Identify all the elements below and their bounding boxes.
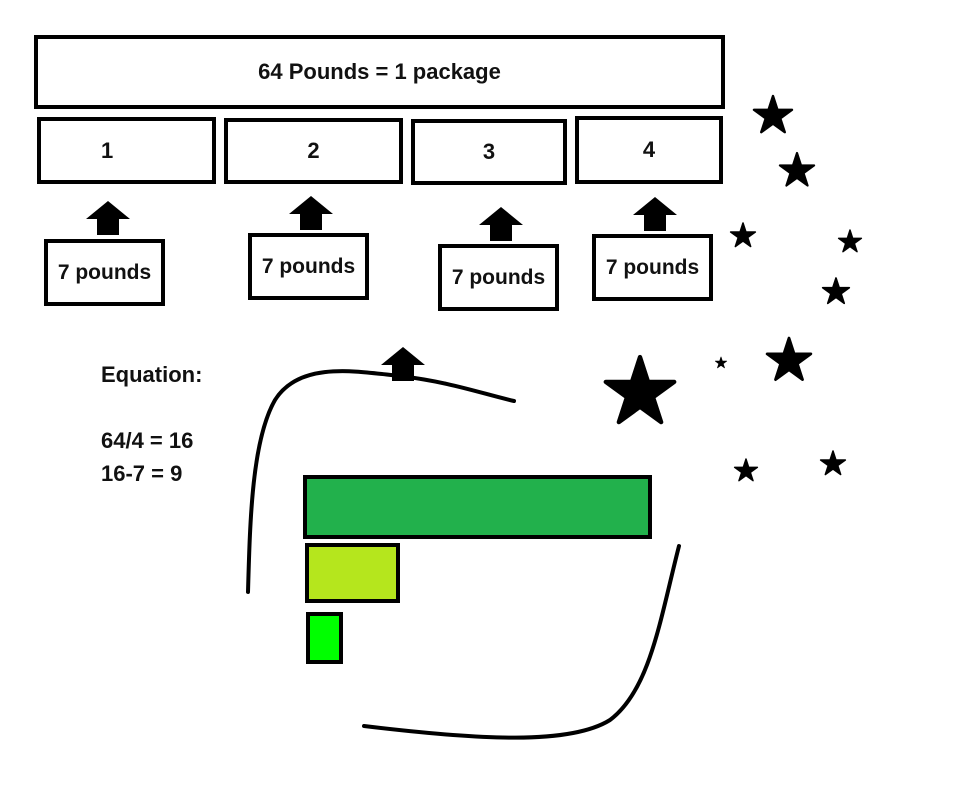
part-box-3: 3: [411, 119, 567, 185]
equation-label: Equation:: [101, 362, 203, 387]
weight-box-3: 7 pounds: [438, 244, 559, 311]
part-label: 3: [482, 139, 496, 164]
equation-line-2: 16-7 = 9: [101, 461, 183, 486]
up-arrow-icon: [86, 201, 130, 235]
star-icon: [821, 451, 846, 475]
bar-medium: [305, 543, 400, 603]
part-label: 4: [642, 137, 656, 162]
star-icon: [823, 278, 850, 303]
weight-box-2: 7 pounds: [248, 233, 369, 300]
weight-label: 7 pounds: [261, 254, 356, 278]
part-label: 1: [101, 137, 114, 163]
weight-label: 7 pounds: [605, 255, 700, 279]
part-box-2: 2: [224, 118, 403, 184]
star-icon: [715, 357, 726, 368]
star-icon: [754, 96, 792, 132]
package-title-box: 64 Pounds = 1 package: [34, 35, 725, 109]
equation-line-1: 64/4 = 16: [101, 428, 194, 453]
star-icon: [839, 230, 862, 252]
star-icon: [735, 459, 758, 481]
curve-right: [362, 544, 681, 740]
curve-left: [246, 369, 516, 594]
weight-label: 7 pounds: [57, 260, 152, 284]
weight-box-4: 7 pounds: [592, 234, 713, 301]
package-title: 64 Pounds = 1 package: [258, 59, 501, 84]
star-icon: [731, 223, 756, 247]
part-box-4: 4: [575, 116, 723, 184]
star-icon: [606, 357, 674, 422]
star-icon: [767, 338, 811, 380]
part-box-1: 1: [37, 117, 216, 184]
up-arrow-icon: [479, 207, 523, 241]
up-arrow-icon: [633, 197, 677, 231]
weight-box-1: 7 pounds: [44, 239, 165, 306]
part-label: 2: [307, 138, 320, 163]
weight-label: 7 pounds: [451, 265, 546, 289]
star-icon: [780, 153, 814, 186]
bar-large: [303, 475, 652, 539]
bar-small: [306, 612, 343, 664]
up-arrow-icon: [289, 196, 333, 230]
